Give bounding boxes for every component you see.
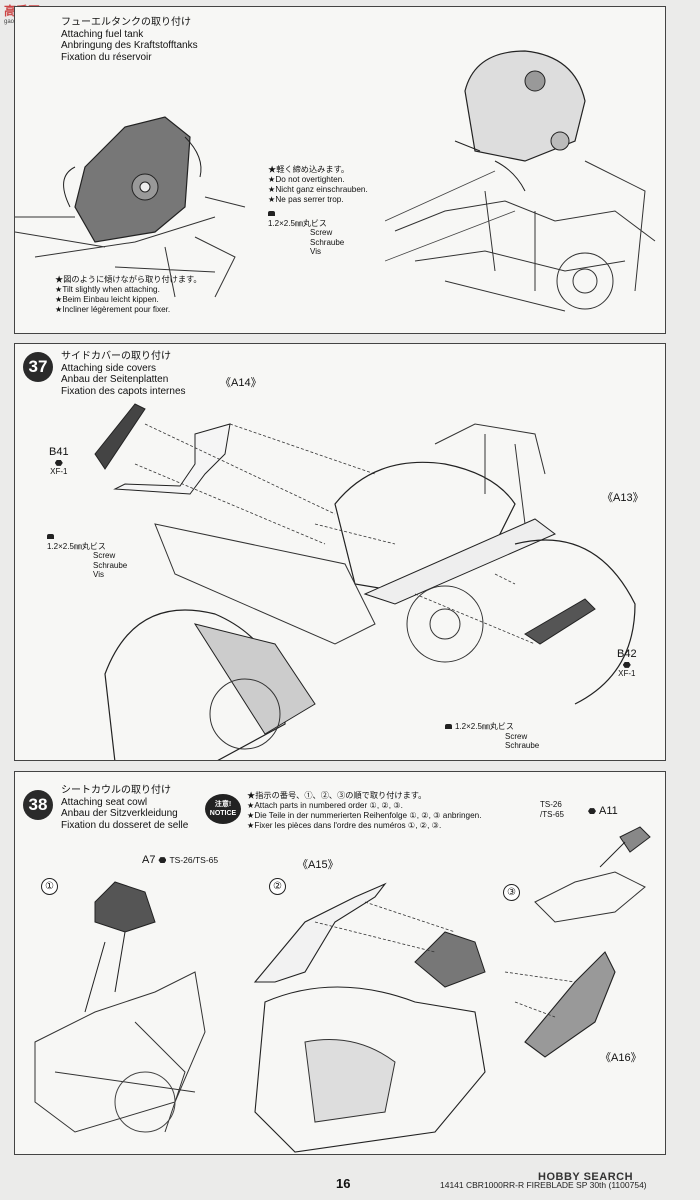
step-36-title-en: Attaching fuel tank: [61, 28, 144, 40]
step-38-title-fr: Fixation du dosseret de selle: [61, 819, 189, 831]
part-b42-color: XF-1: [618, 669, 636, 678]
paint-icon: [54, 459, 63, 466]
part-b41-callout: B41 XF-1: [49, 446, 69, 476]
step-37-title-de: Anbau der Seitenplatten: [61, 374, 169, 385]
note-line-fr: ★Incliner légèrement pour fixer.: [55, 305, 171, 314]
step-37-badge: 37: [23, 352, 53, 382]
part-a15-label: 《A15》: [297, 859, 339, 871]
step-36-note-top: ★軽く締め込みます。 ★Do not overtighten. ★Nicht g…: [268, 165, 368, 205]
part-a11-color: TS-26 /TS-65: [540, 800, 564, 819]
part-b41-label: B41: [49, 446, 69, 458]
step-37-illustration: [94, 403, 636, 760]
step-36-title-ja: フューエルタンクの取り付け: [61, 17, 191, 28]
part-a14-label: 《A14》: [220, 377, 262, 389]
screw-fr: Vis: [310, 247, 321, 256]
part-a7-callout: A7 TS-26/TS-65: [142, 854, 218, 866]
model-code: 14141 CBR1000RR-R FIREBLADE SP 30th (110…: [440, 1180, 647, 1190]
part-a7-color: TS-26/TS-65: [169, 855, 219, 865]
step-38-badge: 38: [23, 790, 53, 820]
substep-1-marker: ①: [41, 878, 58, 895]
step-38-panel: 38 シートカウルの取り付け Attaching seat cowl Anbau…: [14, 771, 666, 1155]
note-line-en: ★Tilt slightly when attaching.: [55, 285, 160, 294]
step-36-left-illustration: [15, 116, 246, 298]
step-37-screw-left: 1.2×2.5㎜丸ビス Screw Schraube Vis: [47, 532, 127, 580]
note-line-ja: ★指示の番号、①、②、③の順で取り付けます。: [247, 791, 427, 800]
step-36-panel: フューエルタンクの取り付け Attaching fuel tank Anbrin…: [14, 6, 666, 334]
screw-de: Schraube: [310, 237, 345, 247]
notice-en: NOTICE: [209, 810, 237, 817]
part-b42-callout: B42 XF-1: [617, 648, 637, 678]
screw-icon: [47, 534, 54, 540]
step-37-title-en: Attaching side covers: [61, 362, 157, 374]
paint-icon: [158, 857, 167, 864]
note-line-ja: ★軽く締め込みます。: [268, 165, 350, 174]
step-38-title-ja: シートカウルの取り付け: [61, 785, 171, 796]
note-line-de: ★Die Teile in der nummerierten Reihenfol…: [247, 811, 482, 820]
step-36-heading: フューエルタンクの取り付け Attaching fuel tank Anbrin…: [61, 17, 198, 63]
step-38-illustration: [34, 826, 651, 1153]
part-a7-label: A7: [142, 854, 156, 866]
paint-code-2: /TS-65: [540, 809, 565, 819]
note-line-en: ★Do not overtighten.: [268, 175, 345, 184]
step-38-title-de: Anbau der Sitzverkleidung: [61, 808, 178, 819]
step-38-notice-text: ★指示の番号、①、②、③の順で取り付けます。 ★Attach parts in …: [247, 791, 481, 831]
screw-de: Schraube: [505, 741, 540, 750]
paint-code-1: TS-26: [540, 800, 562, 809]
screw-fr: Vis: [93, 570, 104, 579]
step-37-panel: 37 サイドカバーの取り付け Attaching side covers Anb…: [14, 343, 666, 761]
step-37-screw-right: 1.2×2.5㎜丸ビス Screw Schraube: [445, 722, 539, 751]
paint-icon: [622, 661, 631, 668]
part-b41-color: XF-1: [50, 467, 68, 476]
note-line-de: ★Beim Einbau leicht kippen.: [55, 295, 159, 304]
screw-size: 1.2×2.5㎜丸ビス: [455, 722, 514, 731]
step-38-heading: シートカウルの取り付け Attaching seat cowl Anbau de…: [61, 785, 188, 831]
screw-de: Schraube: [93, 560, 128, 570]
notice-badge: 注意! NOTICE: [205, 794, 241, 824]
screw-size: 1.2×2.5㎜丸ビス: [268, 218, 327, 228]
part-a11-label: A11: [599, 805, 618, 817]
step-37-title-ja: サイドカバーの取り付け: [61, 351, 171, 362]
screw-en: Screw: [505, 731, 528, 741]
page-number: 16: [336, 1176, 351, 1191]
part-a13-label: 《A13》: [602, 492, 644, 504]
note-line-ja: ★図のように傾けながら取り付けます。: [55, 275, 202, 284]
step-37-heading: サイドカバーの取り付け Attaching side covers Anbau …: [61, 351, 186, 397]
note-line-fr: ★Fixer les pièces dans l'ordre des numér…: [247, 821, 442, 830]
note-line-en: ★Attach parts in numbered order ①, ②, ③.: [247, 801, 403, 810]
step-38-title-en: Attaching seat cowl: [61, 796, 148, 808]
step-37-title-fr: Fixation des capots internes: [61, 385, 186, 397]
note-line-fr: ★Ne pas serrer trop.: [268, 195, 344, 204]
step-36-title-de: Anbringung des Kraftstofftanks: [61, 40, 198, 51]
note-line-de: ★Nicht ganz einschrauben.: [268, 185, 368, 194]
step-36-screw-label: 1.2×2.5㎜丸ビス Screw Schraube Vis: [268, 209, 344, 257]
step-36-note-bottom: ★図のように傾けながら取り付けます。 ★Tilt slightly when a…: [55, 275, 202, 315]
step-36-right-illustration: [385, 50, 656, 312]
screw-en: Screw: [93, 551, 116, 560]
step-36-title-fr: Fixation du réservoir: [61, 51, 152, 63]
notice-ja: 注意!: [214, 801, 232, 808]
part-b42-label: B42: [617, 648, 637, 660]
watermark-hobby-search: HOBBY SEARCH: [538, 1171, 634, 1183]
paint-icon: [588, 808, 596, 815]
part-a16-label: 《A16》: [600, 1052, 642, 1064]
part-a11-callout: A11: [585, 805, 618, 817]
screw-en: Screw: [310, 228, 333, 237]
screw-icon: [268, 211, 275, 217]
substep-2-marker: ②: [269, 878, 286, 895]
substep-3-marker: ③: [503, 884, 520, 901]
screw-icon: [445, 724, 452, 730]
screw-size: 1.2×2.5㎜丸ビス: [47, 541, 106, 551]
